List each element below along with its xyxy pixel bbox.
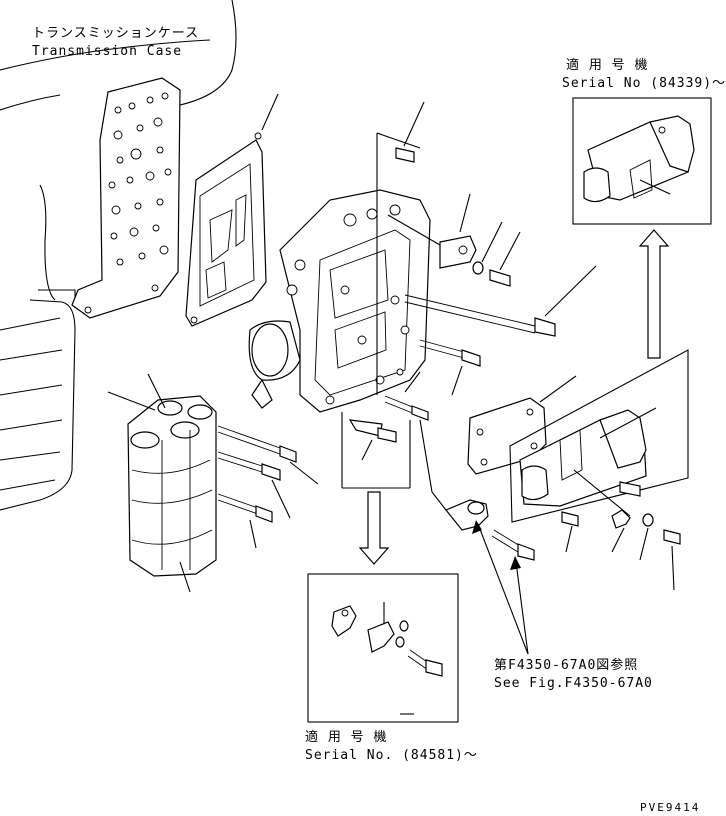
- serial-top-label-jp: 適 用 号 機: [566, 58, 649, 73]
- accumulator-block: [107, 373, 217, 593]
- bolt-left-1: [217, 425, 319, 485]
- transmission-case-label-en: Transmission Case: [32, 44, 183, 59]
- bracket-upper: [387, 193, 477, 269]
- bolt-left-3: [217, 493, 273, 549]
- arrow-down: [358, 491, 390, 565]
- transmission-case-label-jp: トランスミッションケース: [32, 26, 200, 41]
- arrow-up: [638, 229, 670, 359]
- bolt-upper-1: [395, 101, 425, 163]
- bolt-left-2: [217, 451, 291, 519]
- gasket: [185, 93, 279, 327]
- valve-body: [248, 132, 431, 413]
- see-fig-label-en: See Fig.F4350-67A0: [494, 676, 653, 691]
- solenoid-valve-right: [509, 349, 689, 591]
- serial-bottom-label-jp: 適 用 号 機: [305, 730, 388, 745]
- drawing-code: PVE9414: [640, 801, 701, 814]
- long-bolt: [404, 265, 597, 337]
- separator-plate: [71, 77, 181, 319]
- see-fig-label-jp: 第F4350-67A0図参照: [494, 658, 639, 673]
- transmission-case: [0, 0, 237, 511]
- cover-plate-right: [467, 375, 577, 475]
- bolt-bracket-box: [341, 412, 411, 489]
- bolt-upper-2: [489, 231, 521, 287]
- serial-top-label-en: Serial No (84339)～: [562, 76, 726, 91]
- washer-upper: [472, 221, 503, 275]
- serial-84581-box: [307, 573, 459, 723]
- serial-bottom-label-en: Serial No. (84581)～: [305, 748, 478, 763]
- serial-84339-box: [572, 97, 712, 225]
- see-fig-pointers: [472, 520, 529, 655]
- bolt-lower-body: [384, 371, 429, 421]
- bolt-middle: [419, 339, 481, 396]
